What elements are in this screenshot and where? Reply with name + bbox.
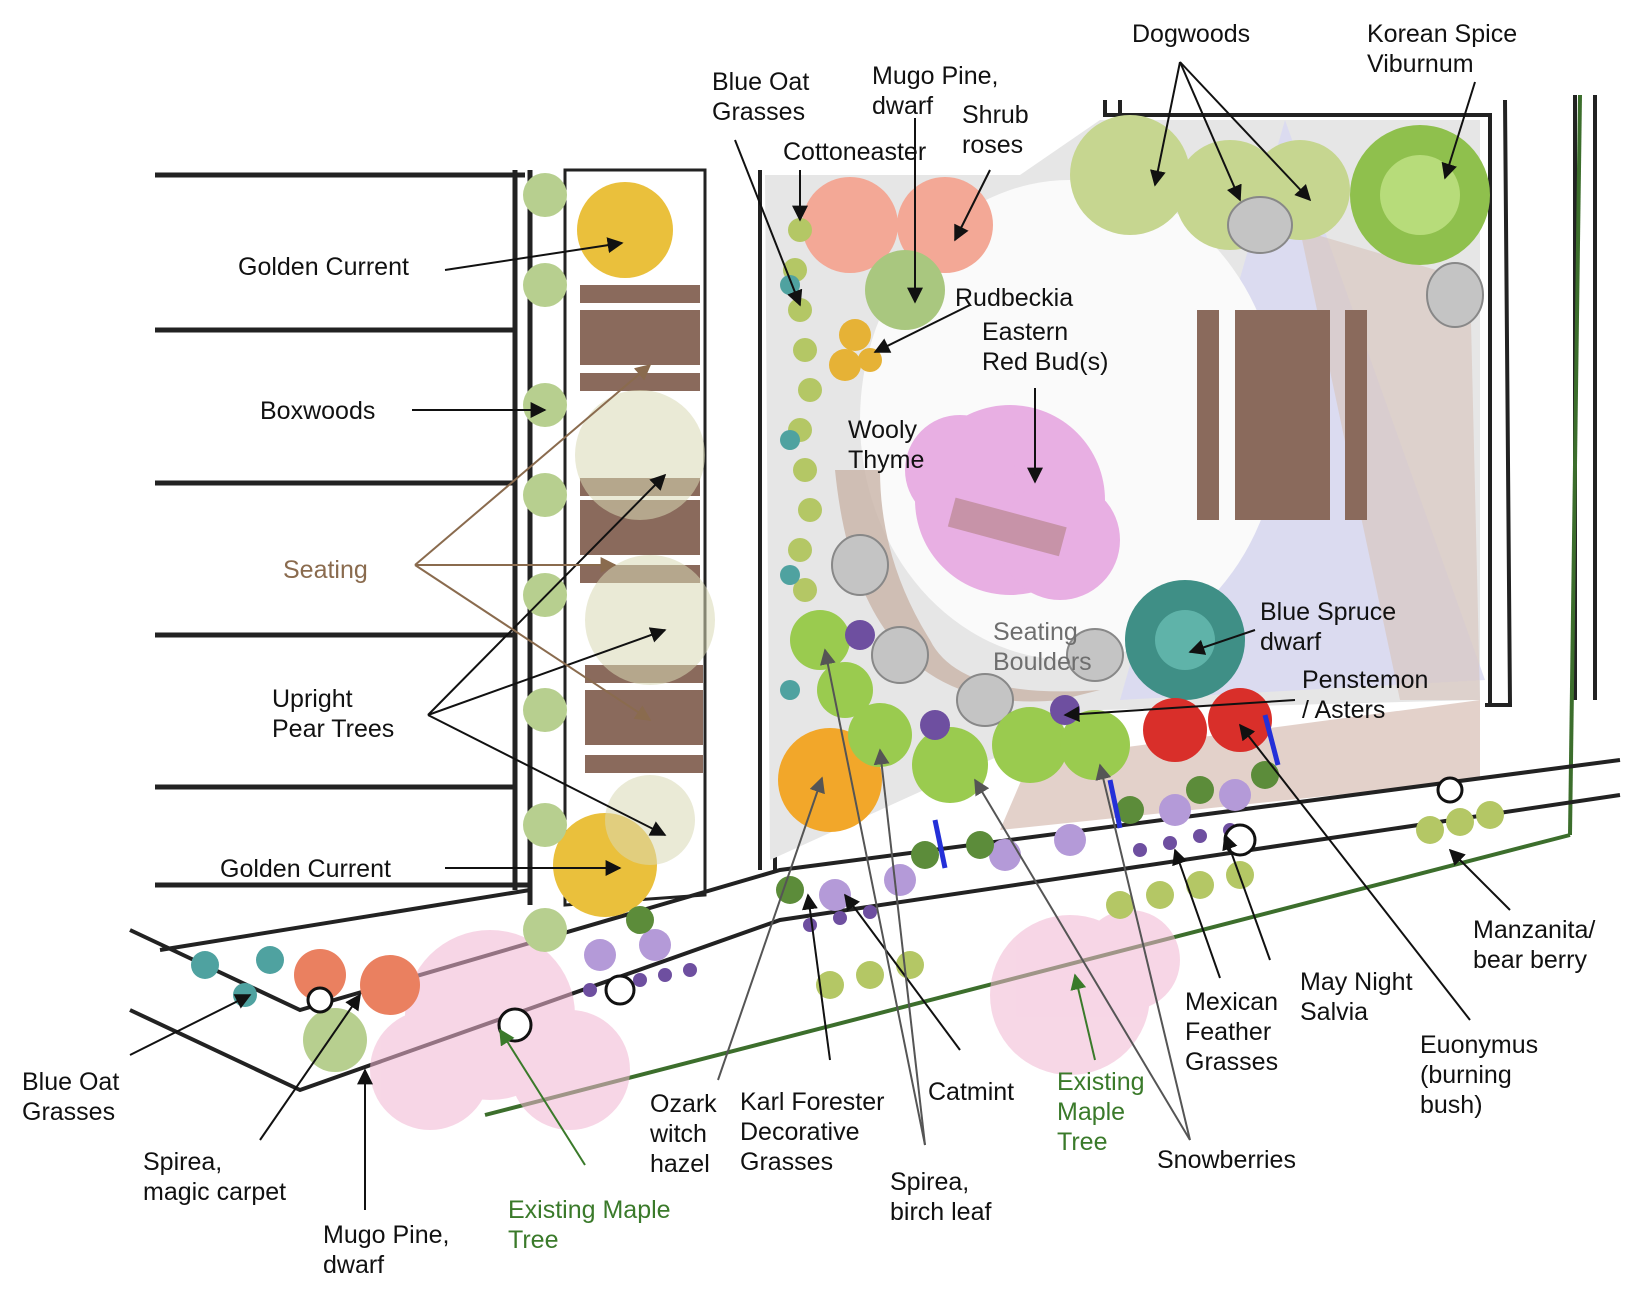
label-seating: Seating	[283, 556, 368, 584]
seating-leaders	[414, 363, 652, 721]
label-dogwoods: Dogwoods	[1132, 20, 1250, 48]
upright-pear-trees	[575, 390, 715, 865]
bottom-strip	[1000, 700, 1480, 830]
blue-spruce-inner	[1155, 610, 1215, 670]
label-rudbeckia: Rudbeckia	[955, 284, 1073, 312]
boulders	[831, 196, 1484, 727]
label-penstemon-asters: Penstemon/ Asters	[1302, 666, 1428, 724]
viburnum-inner	[1380, 155, 1460, 235]
house-structure	[155, 168, 707, 907]
label-manzanita: Manzanita/bear berry	[1473, 916, 1595, 974]
manzanita-groundcover	[816, 801, 1504, 999]
existing-maple-trees	[370, 910, 1180, 1130]
label-golden-current-top: Golden Current	[238, 253, 409, 281]
bench-under-redbud	[947, 497, 1067, 557]
label-leaders	[129, 61, 1511, 1210]
shrub-roses	[802, 177, 993, 273]
label-mugo-pine-bottom: Mugo Pine,dwarf	[323, 1221, 449, 1279]
label-golden-current-bottom: Golden Current	[220, 855, 391, 883]
spirea-magic-carpet	[294, 949, 420, 1015]
catmint	[584, 779, 1251, 971]
label-catmint: Catmint	[928, 1078, 1014, 1106]
grey-leaders	[717, 648, 1191, 1146]
blue-edging	[932, 714, 1281, 869]
blue-oat-grass-tufts	[191, 275, 800, 1007]
label-boxwoods: Boxwoods	[260, 397, 375, 425]
label-spirea-birch-leaf: Spirea,birch leaf	[890, 1168, 991, 1226]
decorative-grasses	[626, 761, 1279, 934]
rudbeckia-plants	[829, 319, 882, 381]
mugo-pine-top	[865, 250, 945, 330]
left-benches	[580, 285, 703, 773]
maple-leaders	[499, 973, 1096, 1166]
label-mugo-pine-top: Mugo Pine,dwarf	[872, 62, 998, 120]
label-spirea-magic-carpet: Spirea,magic carpet	[143, 1148, 286, 1206]
post-markers	[306, 776, 1464, 1043]
deck-benches	[1197, 310, 1367, 520]
label-snowberries: Snowberries	[1157, 1146, 1296, 1174]
label-cottoneaster: Cottoneaster	[783, 138, 926, 166]
